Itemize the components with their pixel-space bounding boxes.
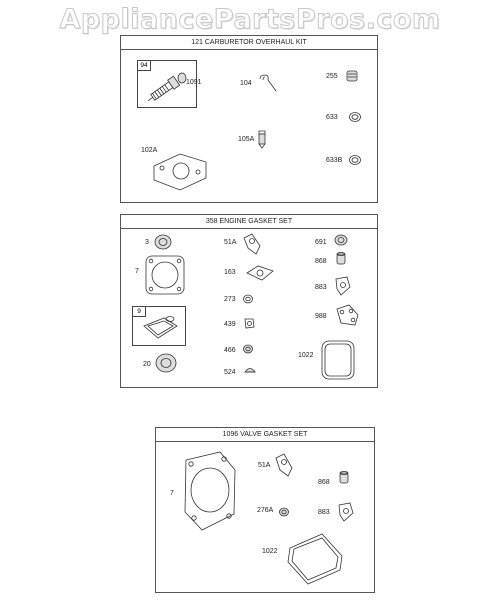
callout-273: 273 — [224, 296, 236, 303]
callout-988: 988 — [315, 313, 327, 320]
callout-883: 883 — [315, 284, 327, 291]
callout-439: 439 — [224, 321, 236, 328]
grommet-524-part[interactable] — [243, 364, 257, 376]
callout-1091: 1091 — [186, 79, 202, 86]
callout-7: 7 — [170, 490, 174, 497]
wire-link-part[interactable] — [256, 73, 280, 95]
callout-105A: 105A — [238, 136, 255, 143]
callout-7: 7 — [135, 268, 139, 275]
callout-633B: 633B — [326, 157, 343, 164]
valve-cover-gasket-1022-part[interactable] — [282, 530, 348, 588]
callout-633: 633 — [326, 114, 338, 121]
callout-255: 255 — [326, 73, 338, 80]
part-9-subassembly-box[interactable]: 9 — [132, 306, 186, 346]
callout-94: 94 — [137, 60, 151, 71]
seal-466-part[interactable] — [242, 343, 254, 355]
exhaust-gasket-51a-part[interactable] — [240, 232, 264, 256]
callout-524: 524 — [224, 369, 236, 376]
carburetor-gasket-part[interactable] — [150, 150, 210, 192]
callout-276A: 276A — [257, 507, 274, 514]
breather-gasket-988-part[interactable] — [333, 303, 361, 329]
seal-276a-part[interactable] — [278, 506, 290, 518]
seal-691-part[interactable] — [333, 233, 349, 247]
rocker-cover-gasket-9-part[interactable] — [140, 314, 180, 342]
gasket-439-part[interactable] — [242, 316, 256, 330]
gasket-883-part[interactable] — [333, 275, 353, 297]
exhaust-gasket-51a-part[interactable] — [272, 452, 296, 478]
valve-seal-868-part[interactable] — [336, 470, 352, 486]
inlet-needle-part[interactable] — [256, 129, 268, 149]
cylinder-head-gasket-7-part[interactable] — [180, 450, 240, 534]
gasket-883-part[interactable] — [336, 501, 356, 523]
callout-104: 104 — [240, 80, 252, 87]
callout-691: 691 — [315, 239, 327, 246]
callout-3: 3 — [145, 239, 149, 246]
valve-seal-868-part[interactable] — [333, 251, 349, 267]
cylinder-head-gasket-7-part[interactable] — [143, 253, 187, 297]
callout-9: 9 — [132, 306, 146, 317]
panel-title: 121 CARBURETOR OVERHAUL KIT — [121, 36, 377, 50]
callout-102A: 102A — [141, 147, 158, 154]
callout-883: 883 — [318, 509, 330, 516]
callout-20: 20 — [143, 361, 151, 368]
o-ring-273-part[interactable] — [242, 293, 254, 305]
callout-51A: 51A — [258, 462, 271, 469]
callout-868: 868 — [318, 479, 330, 486]
callout-868: 868 — [315, 258, 327, 265]
callout-466: 466 — [224, 347, 236, 354]
callout-51A: 51A — [224, 239, 237, 246]
carburetor-overhaul-kit-panel: 121 CARBURETOR OVERHAUL KIT — [120, 35, 378, 203]
callout-163: 163 — [224, 269, 236, 276]
fuel-fitting-part[interactable] — [344, 68, 360, 84]
part-94-subassembly-box[interactable]: 94 — [137, 60, 197, 108]
callout-1022: 1022 — [262, 548, 278, 555]
needle-valve-part[interactable] — [142, 70, 192, 106]
watermark-logo: AppliancePartsPros.com — [59, 4, 441, 36]
oil-seal-20-part[interactable] — [152, 352, 180, 374]
oil-seal-3-part[interactable] — [152, 233, 174, 251]
valve-cover-gasket-1022-part[interactable] — [318, 337, 358, 383]
panel-title: 358 ENGINE GASKET SET — [121, 215, 377, 229]
panel-title: 1096 VALVE GASKET SET — [156, 428, 374, 442]
intake-gasket-163-part[interactable] — [244, 263, 276, 283]
o-ring-633b-part[interactable] — [348, 153, 362, 167]
valve-gasket-set-panel: 1096 VALVE GASKET SET — [155, 427, 375, 593]
o-ring-633-part[interactable] — [348, 110, 362, 124]
callout-1022: 1022 — [298, 352, 314, 359]
